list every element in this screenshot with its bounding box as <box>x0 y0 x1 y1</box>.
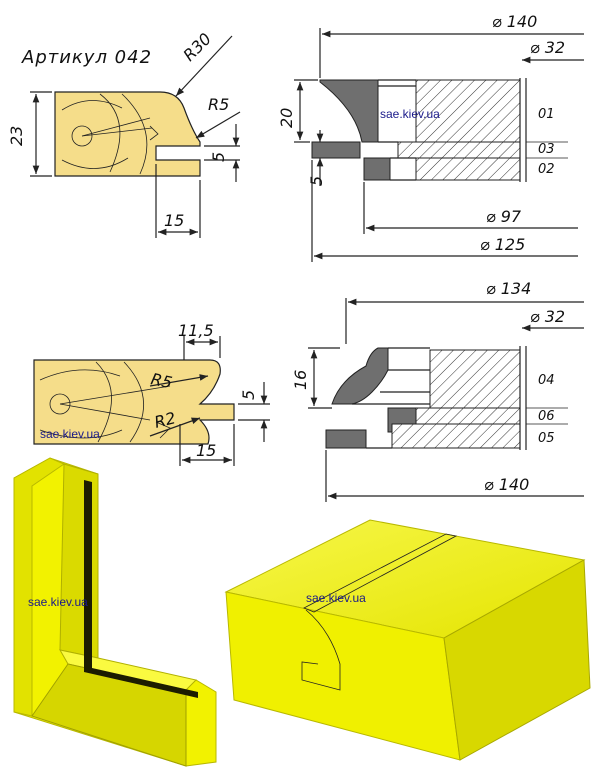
cutter-1-outer-diameter: ⌀ 140 <box>492 12 537 31</box>
cutter-1-body-top <box>415 79 521 143</box>
profile-2-growth-rings <box>39 361 171 443</box>
render-frame-corner: sae.kiev.ua <box>13 457 217 767</box>
cutter-1: 01 03 02 sae.kiev.ua ⌀ 140 ⌀ 32 20 5 ⌀ 9… <box>277 12 584 262</box>
cutter-1-d125: ⌀ 125 <box>480 235 525 254</box>
cutter-1-body-bottom <box>415 157 521 181</box>
article-title: Артикул 042 <box>21 47 152 68</box>
cutter-2-body-mid <box>415 407 521 425</box>
profile-1-radius-small: R5 <box>208 95 229 114</box>
profile-1-growth-rings <box>61 93 159 175</box>
render-block-watermark: sae.kiev.ua <box>306 591 366 605</box>
profile-2-width: 11,5 <box>178 321 214 340</box>
cutter-2-knife-bottom <box>325 429 367 449</box>
cutter-2-body-top <box>429 349 521 409</box>
profile-2-radius-b: R2 <box>152 408 177 432</box>
cutter-2-part-06: 06 <box>538 409 555 424</box>
cutter-1-part-03: 03 <box>538 142 555 157</box>
cutter-1-part-01: 01 <box>538 107 555 122</box>
cutter-2-body-bottom <box>391 423 521 449</box>
cutter-2-part-04: 04 <box>538 373 555 388</box>
cutter-1-groove: 5 <box>307 176 326 186</box>
profile-2-radius-a: R5 <box>149 369 174 392</box>
cutter-1-knife-bottom <box>363 157 391 181</box>
profile-2-shape <box>33 359 235 445</box>
cutter-2-bottom-diameter: ⌀ 140 <box>484 475 529 494</box>
cutter-1-height: 20 <box>277 108 296 128</box>
cutter-2-part-05: 05 <box>538 431 555 446</box>
cutter-2-knife-top <box>331 347 389 405</box>
cutter-2: 04 06 05 ⌀ 134 ⌀ 32 16 ⌀ 140 <box>291 279 584 502</box>
cutter-1-bore-diameter: ⌀ 32 <box>530 38 565 57</box>
profile-1-shape <box>54 91 201 177</box>
render-frame-watermark: sae.kiev.ua <box>28 595 88 609</box>
profile-1-depth: 15 <box>164 211 184 230</box>
cutter-2-height: 16 <box>291 370 310 390</box>
profile-1-height: 23 <box>7 126 26 146</box>
cutter-2-bore-diameter: ⌀ 32 <box>530 307 565 326</box>
cutter-1-knife-top <box>319 79 379 143</box>
cutter-1-part-02: 02 <box>538 162 555 177</box>
profile-2: 11,5 R5 R2 5 15 sae.kiev.ua <box>33 321 270 466</box>
profile-2-length: 15 <box>196 441 216 460</box>
cutter-1-watermark: sae.kiev.ua <box>380 107 440 121</box>
cutter-1-tooth <box>311 141 361 159</box>
profile-1-groove: 5 <box>209 152 228 162</box>
profile-2-watermark: sae.kiev.ua <box>40 427 100 441</box>
profile-1: 23 R30 R5 5 15 <box>7 29 241 238</box>
cutter-1-d97: ⌀ 97 <box>486 207 522 226</box>
profile-2-tongue: 5 <box>239 390 258 400</box>
cutter-1-body-mid <box>397 141 521 159</box>
cutter-2-top-diameter: ⌀ 134 <box>486 279 531 298</box>
render-block: sae.kiev.ua <box>224 519 591 761</box>
